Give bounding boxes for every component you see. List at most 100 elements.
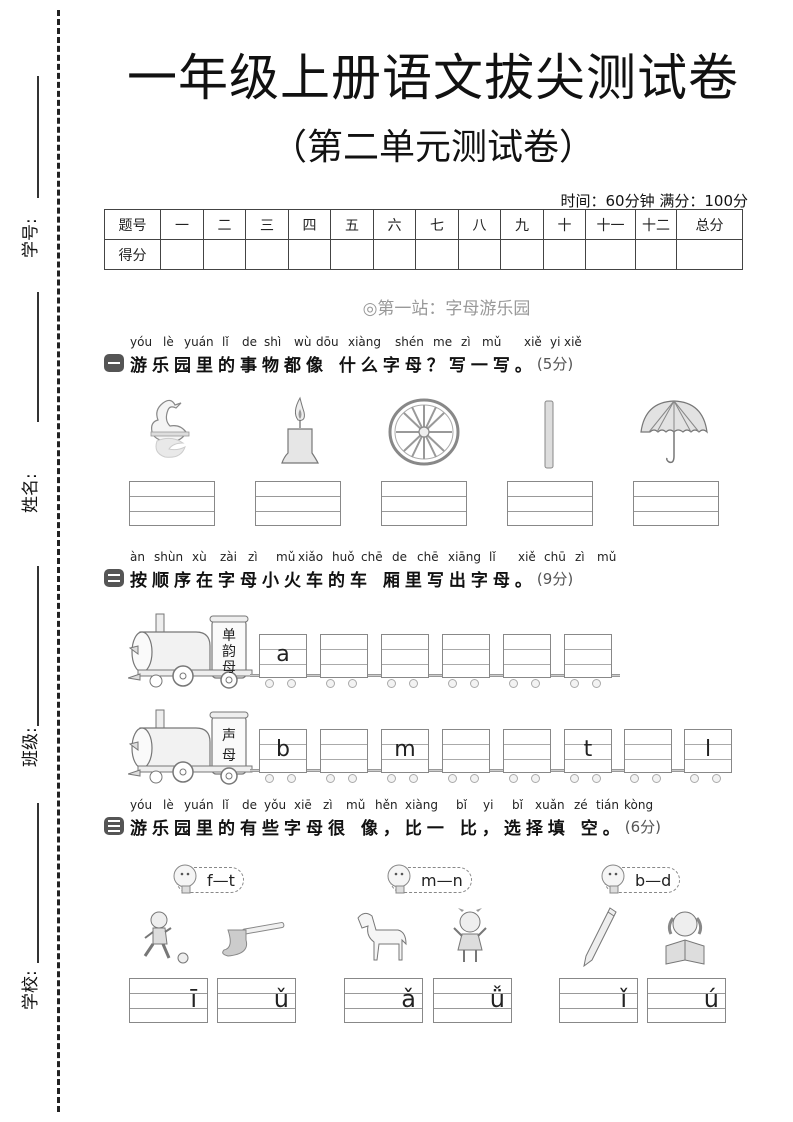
svg-text:母: 母 bbox=[222, 660, 236, 676]
score-cell[interactable] bbox=[500, 239, 544, 270]
answer-box-3[interactable] bbox=[381, 481, 467, 526]
pinyin: shùn bbox=[154, 550, 184, 564]
pinyin: yi bbox=[483, 798, 494, 812]
pinyin: àn bbox=[130, 550, 145, 564]
question-1: yóu lè yuán lǐ de shì wù dōu xiàng shén … bbox=[104, 335, 582, 376]
pinyin: lè bbox=[163, 798, 174, 812]
column-header: 总分 bbox=[676, 209, 743, 240]
train-car-7[interactable] bbox=[624, 729, 672, 773]
column-header: 六 bbox=[373, 209, 416, 240]
train-car-4[interactable] bbox=[442, 634, 490, 678]
pinyin: chē bbox=[361, 550, 383, 564]
class-label: 班级: bbox=[21, 727, 41, 767]
question-3: yóu lè yuán lǐ de yǒu xiē zì mǔ hěn xiàn… bbox=[104, 798, 662, 839]
train-car-5[interactable] bbox=[503, 729, 551, 773]
pinyin: xiě bbox=[564, 335, 582, 349]
question-number-two-icon bbox=[104, 569, 124, 587]
train-car-2[interactable] bbox=[320, 634, 368, 678]
total-score-cell[interactable] bbox=[676, 239, 743, 270]
hint-bubble-f-t: f—t bbox=[173, 864, 244, 894]
pinyin: bǐ bbox=[512, 798, 523, 812]
score-cell[interactable] bbox=[160, 239, 204, 270]
student-id-label: 学号: bbox=[21, 218, 41, 258]
hint-text: b—d bbox=[635, 870, 672, 890]
train-car-1[interactable]: b bbox=[259, 729, 307, 773]
locomotive-icon: 单 韵 母 bbox=[128, 613, 253, 689]
score-cell[interactable] bbox=[330, 239, 374, 270]
pinyin: zì bbox=[575, 550, 585, 564]
score-cell[interactable] bbox=[415, 239, 459, 270]
column-header: 七 bbox=[415, 209, 459, 240]
score-cell[interactable] bbox=[635, 239, 677, 270]
choice-box-6[interactable]: ú bbox=[647, 978, 726, 1023]
column-header: 三 bbox=[245, 209, 289, 240]
train-car-4[interactable] bbox=[442, 729, 490, 773]
pinyin: de bbox=[242, 335, 257, 349]
pinyin: mǔ bbox=[597, 550, 617, 564]
answer-box-5[interactable] bbox=[633, 481, 719, 526]
row-label: 题号 bbox=[104, 209, 161, 240]
train-car-1[interactable]: a bbox=[259, 634, 307, 678]
train-car-6[interactable]: t bbox=[564, 729, 612, 773]
column-header: 十二 bbox=[635, 209, 677, 240]
question-score: (6分) bbox=[624, 817, 662, 836]
train-car-3[interactable]: m bbox=[381, 729, 429, 773]
pinyin: yóu bbox=[130, 798, 153, 812]
pinyin: xiǎo bbox=[298, 550, 324, 564]
stick-icon bbox=[544, 400, 554, 469]
train-car-5[interactable] bbox=[503, 634, 551, 678]
score-cell[interactable] bbox=[543, 239, 586, 270]
pinyin: xiě bbox=[518, 550, 536, 564]
choice-box-2[interactable]: ǔ bbox=[217, 978, 296, 1023]
question-number-one-icon bbox=[104, 354, 124, 372]
answer-box-1[interactable] bbox=[129, 481, 215, 526]
name-underline[interactable] bbox=[37, 292, 39, 422]
question-score: (5分) bbox=[536, 354, 574, 373]
choice-box-1[interactable]: ī bbox=[129, 978, 208, 1023]
lightbulb-icon bbox=[173, 864, 197, 894]
pinyin: lǐ bbox=[222, 798, 229, 812]
student-id-underline[interactable] bbox=[37, 76, 39, 198]
score-cell[interactable] bbox=[585, 239, 636, 270]
choice-box-3[interactable]: ǎ bbox=[344, 978, 423, 1023]
train-car-6[interactable] bbox=[564, 634, 612, 678]
pinyin: shì bbox=[264, 335, 282, 349]
pinyin: mǔ bbox=[276, 550, 296, 564]
station-heading: ◎第一站：字母游乐园 bbox=[362, 299, 531, 319]
class-underline[interactable] bbox=[37, 566, 39, 726]
pinyin: yuán bbox=[184, 798, 214, 812]
train-car-8[interactable]: l bbox=[684, 729, 732, 773]
pinyin: xiē bbox=[294, 798, 312, 812]
choice-box-5[interactable]: ǐ bbox=[559, 978, 638, 1023]
train-car-2[interactable] bbox=[320, 729, 368, 773]
score-cell[interactable] bbox=[245, 239, 289, 270]
score-cell[interactable] bbox=[288, 239, 331, 270]
pinyin: mǔ bbox=[346, 798, 366, 812]
hint-text: m—n bbox=[421, 870, 463, 890]
answer-box-4[interactable] bbox=[507, 481, 593, 526]
pinyin: zé bbox=[574, 798, 588, 812]
girl-icon bbox=[453, 908, 487, 962]
running-boy-icon bbox=[143, 911, 189, 964]
score-cell[interactable] bbox=[203, 239, 246, 270]
choice-box-4[interactable]: ǚ bbox=[433, 978, 512, 1023]
hint-bubble-b-d: b—d bbox=[601, 864, 681, 894]
pencil-icon bbox=[583, 907, 617, 968]
answer-box-2[interactable] bbox=[255, 481, 341, 526]
horse-icon bbox=[357, 912, 407, 961]
pinyin: xiě bbox=[524, 335, 542, 349]
umbrella-icon bbox=[640, 400, 708, 464]
hint-bubble-m-n: m—n bbox=[387, 864, 472, 894]
school-underline[interactable] bbox=[37, 803, 39, 963]
score-cell[interactable] bbox=[458, 239, 501, 270]
column-header: 十一 bbox=[585, 209, 636, 240]
svg-text:韵: 韵 bbox=[222, 644, 236, 660]
train-car-3[interactable] bbox=[381, 634, 429, 678]
pinyin: chē bbox=[417, 550, 439, 564]
wheel-icon bbox=[388, 398, 460, 466]
score-cell[interactable] bbox=[373, 239, 416, 270]
pinyin: chū bbox=[544, 550, 566, 564]
pinyin: yi bbox=[550, 335, 561, 349]
pinyin: wù bbox=[294, 335, 312, 349]
pinyin: yǒu bbox=[264, 798, 287, 812]
